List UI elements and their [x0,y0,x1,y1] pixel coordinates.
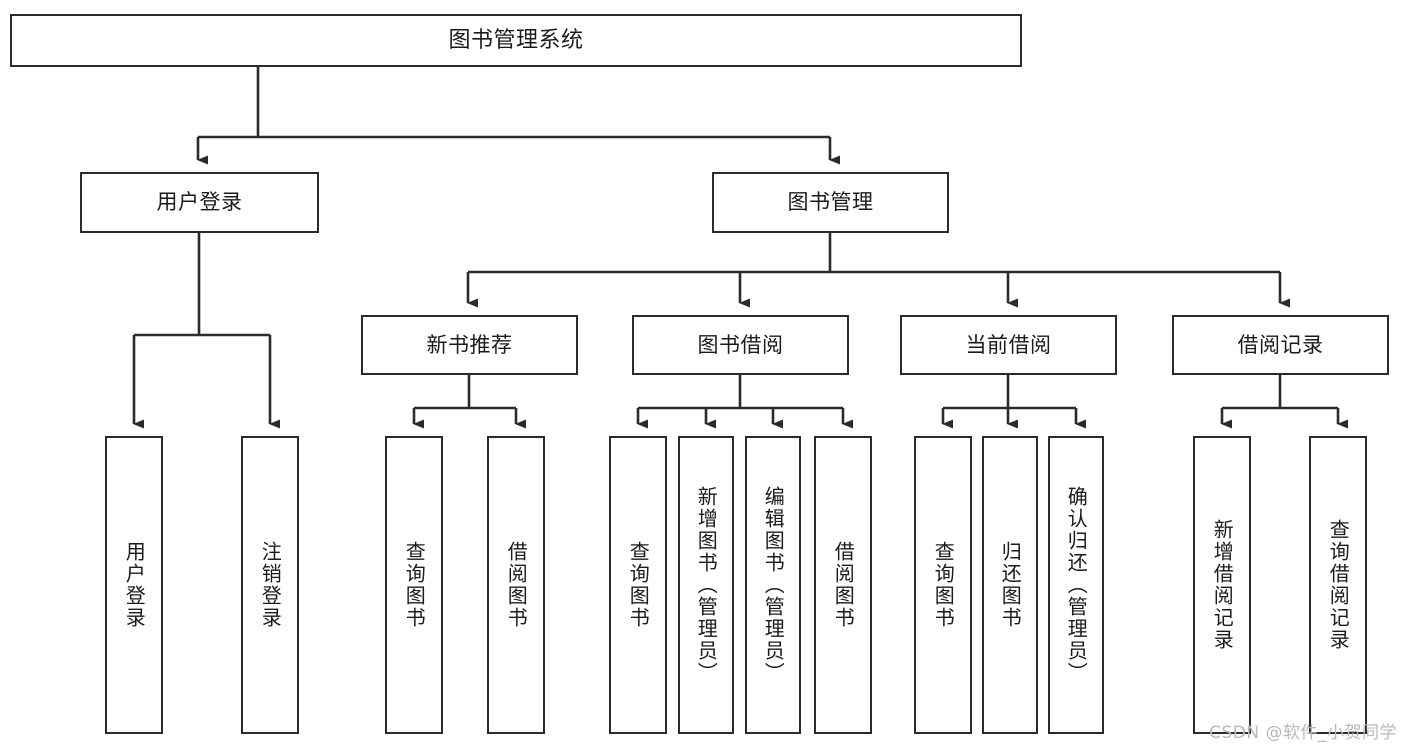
node-label-leaf-query-book-2: 查询图书 [626,541,651,629]
node-label-leaf-query-book-1: 查询图书 [402,541,427,629]
node-label-leaf-borrow-book-2: 借阅图书 [831,541,856,629]
node-label-leaf-add-record: 新增借阅记录 [1210,519,1235,651]
node-label-leaf-query-book-3: 查询图书 [931,541,956,629]
node-leaf-borrow-book-2[interactable]: 借阅图书 [814,436,872,734]
node-leaf-confirm-return[interactable]: 确认归还（管理员） [1048,436,1104,734]
node-leaf-user-login[interactable]: 用户登录 [105,436,163,734]
node-label-leaf-borrow-book-1: 借阅图书 [504,541,529,629]
node-label-leaf-logout: 注销登录 [258,541,283,629]
csdn-watermark: CSDN @软件_小贺同学 [1209,723,1397,743]
node-label-leaf-edit-book: 编辑图书（管理员） [761,486,786,684]
node-book-manage[interactable]: 图书管理 [712,172,949,233]
node-borrow-record[interactable]: 借阅记录 [1172,315,1389,375]
node-leaf-add-record[interactable]: 新增借阅记录 [1193,436,1251,734]
node-label-book-manage: 图书管理 [787,190,874,215]
node-leaf-borrow-book-1[interactable]: 借阅图书 [487,436,545,734]
node-label-leaf-return-book: 归还图书 [998,541,1023,629]
node-label-user-login: 用户登录 [156,190,243,215]
node-label-new-book-recommend: 新书推荐 [426,332,513,357]
node-label-leaf-query-record: 查询借阅记录 [1326,519,1351,651]
node-label-current-borrow: 当前借阅 [965,332,1052,357]
node-leaf-query-book-1[interactable]: 查询图书 [385,436,443,734]
node-leaf-return-book[interactable]: 归还图书 [982,436,1038,734]
node-new-book-recommend[interactable]: 新书推荐 [361,315,578,375]
node-leaf-edit-book[interactable]: 编辑图书（管理员） [745,436,801,734]
node-book-borrow[interactable]: 图书借阅 [632,315,849,375]
node-leaf-add-book[interactable]: 新增图书（管理员） [678,436,734,734]
node-label-root: 图书管理系统 [448,27,584,53]
node-leaf-query-record[interactable]: 查询借阅记录 [1309,436,1367,734]
node-leaf-query-book-3[interactable]: 查询图书 [914,436,972,734]
node-label-leaf-user-login: 用户登录 [122,541,147,629]
node-label-leaf-add-book: 新增图书（管理员） [694,486,719,684]
node-leaf-query-book-2[interactable]: 查询图书 [609,436,667,734]
node-user-login[interactable]: 用户登录 [80,172,319,233]
node-label-book-borrow: 图书借阅 [697,332,784,357]
node-label-borrow-record: 借阅记录 [1237,332,1324,357]
node-leaf-logout[interactable]: 注销登录 [241,436,299,734]
node-label-leaf-confirm-return: 确认归还（管理员） [1064,486,1089,684]
node-current-borrow[interactable]: 当前借阅 [900,315,1117,375]
node-root-system[interactable]: 图书管理系统 [10,14,1022,67]
